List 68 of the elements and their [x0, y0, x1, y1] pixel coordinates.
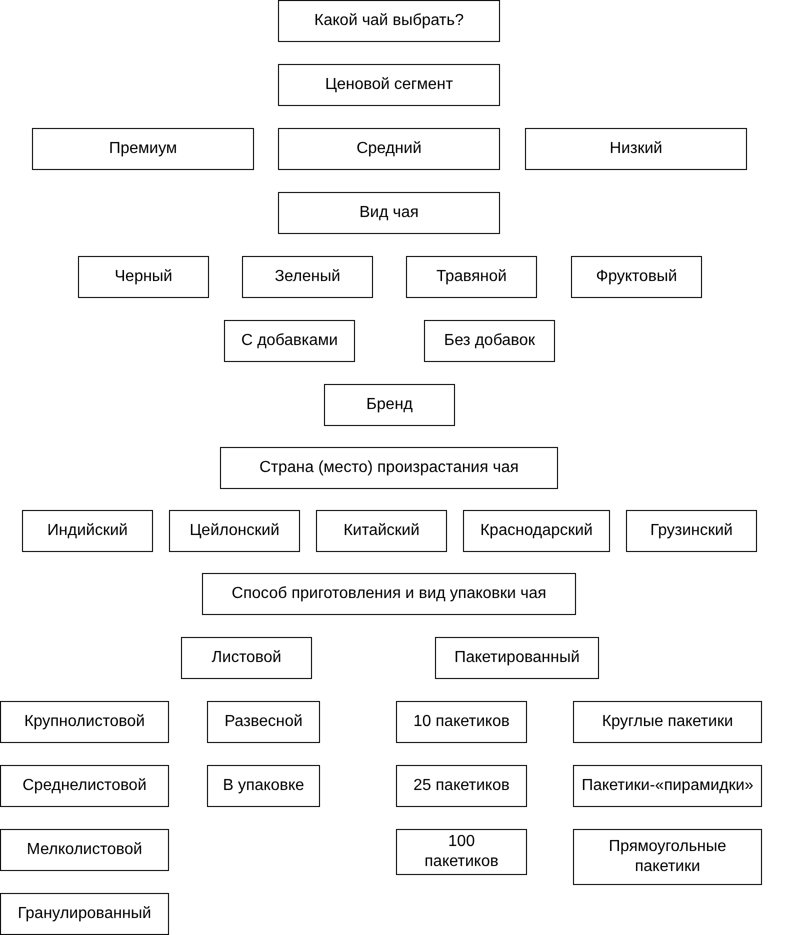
category-box [169, 510, 300, 552]
category-box [181, 637, 312, 679]
category-label: 100 пакетиков [424, 832, 500, 872]
category-label: Крупнолистовой [24, 712, 145, 732]
category-box [22, 510, 153, 552]
category-label: Цейлонский [190, 521, 280, 541]
category-box [202, 573, 576, 615]
category-box [207, 701, 320, 743]
category-box [573, 829, 762, 885]
category-box [316, 510, 447, 552]
category-box [278, 64, 500, 106]
category-label: Ценовой сегмент [325, 75, 453, 95]
category-label: Краснодарский [480, 521, 593, 541]
category-box [207, 765, 320, 807]
category-label: 10 пакетиков [413, 712, 510, 732]
category-box [224, 320, 355, 362]
category-label: Пакетированный [454, 648, 580, 668]
category-label: Способ приготовления и вид упаковки чая [232, 584, 546, 604]
category-label: Премиум [108, 139, 178, 159]
category-label: Фруктовый [596, 267, 678, 287]
category-label: Китайский [343, 521, 420, 541]
category-box [435, 637, 599, 679]
category-label: Развесной [224, 712, 303, 732]
category-box [278, 0, 500, 42]
category-box [220, 447, 558, 489]
category-label: Травяной [436, 267, 507, 287]
category-box [78, 256, 209, 298]
category-box [396, 829, 527, 875]
category-box [573, 701, 762, 743]
category-box [0, 829, 169, 871]
category-box [424, 320, 555, 362]
category-label: Средний [356, 139, 422, 159]
category-box [0, 893, 169, 935]
category-box [242, 256, 373, 298]
category-label: Страна (место) произрастания чая [259, 458, 519, 478]
category-box [626, 510, 757, 552]
category-label: В упаковке [222, 776, 304, 796]
category-label: Зеленый [274, 267, 340, 287]
category-box [0, 701, 169, 743]
category-label: Бренд [366, 395, 413, 415]
category-box [573, 765, 762, 807]
category-box [278, 192, 500, 234]
category-box [0, 765, 169, 807]
category-box [396, 701, 527, 743]
category-label: Грузинский [650, 521, 733, 541]
category-label: Без добавок [444, 331, 535, 351]
category-box [406, 256, 537, 298]
category-label: Круглые пакетики [602, 712, 733, 732]
category-label: Листовой [212, 648, 282, 668]
category-label: Пакетики-«пирамидки» [582, 776, 754, 796]
category-box [463, 510, 610, 552]
category-label: Черный [114, 267, 172, 287]
category-box [571, 256, 702, 298]
category-box [525, 128, 747, 170]
category-label: Индийский [47, 521, 128, 541]
category-box [324, 384, 455, 426]
category-label: Какой чай выбрать? [314, 11, 464, 31]
category-box [32, 128, 254, 170]
category-label: Прямоугольные пакетики [608, 837, 728, 877]
category-label: Низкий [610, 139, 662, 159]
category-box [278, 128, 500, 170]
category-label: Вид чая [359, 203, 419, 223]
category-box [396, 765, 527, 807]
category-label: Мелколистовой [26, 840, 142, 860]
category-label: Среднелистовой [22, 776, 146, 796]
category-label: 25 пакетиков [413, 776, 510, 796]
category-label: С добавками [241, 331, 338, 351]
category-label: Гранулированный [18, 904, 152, 924]
